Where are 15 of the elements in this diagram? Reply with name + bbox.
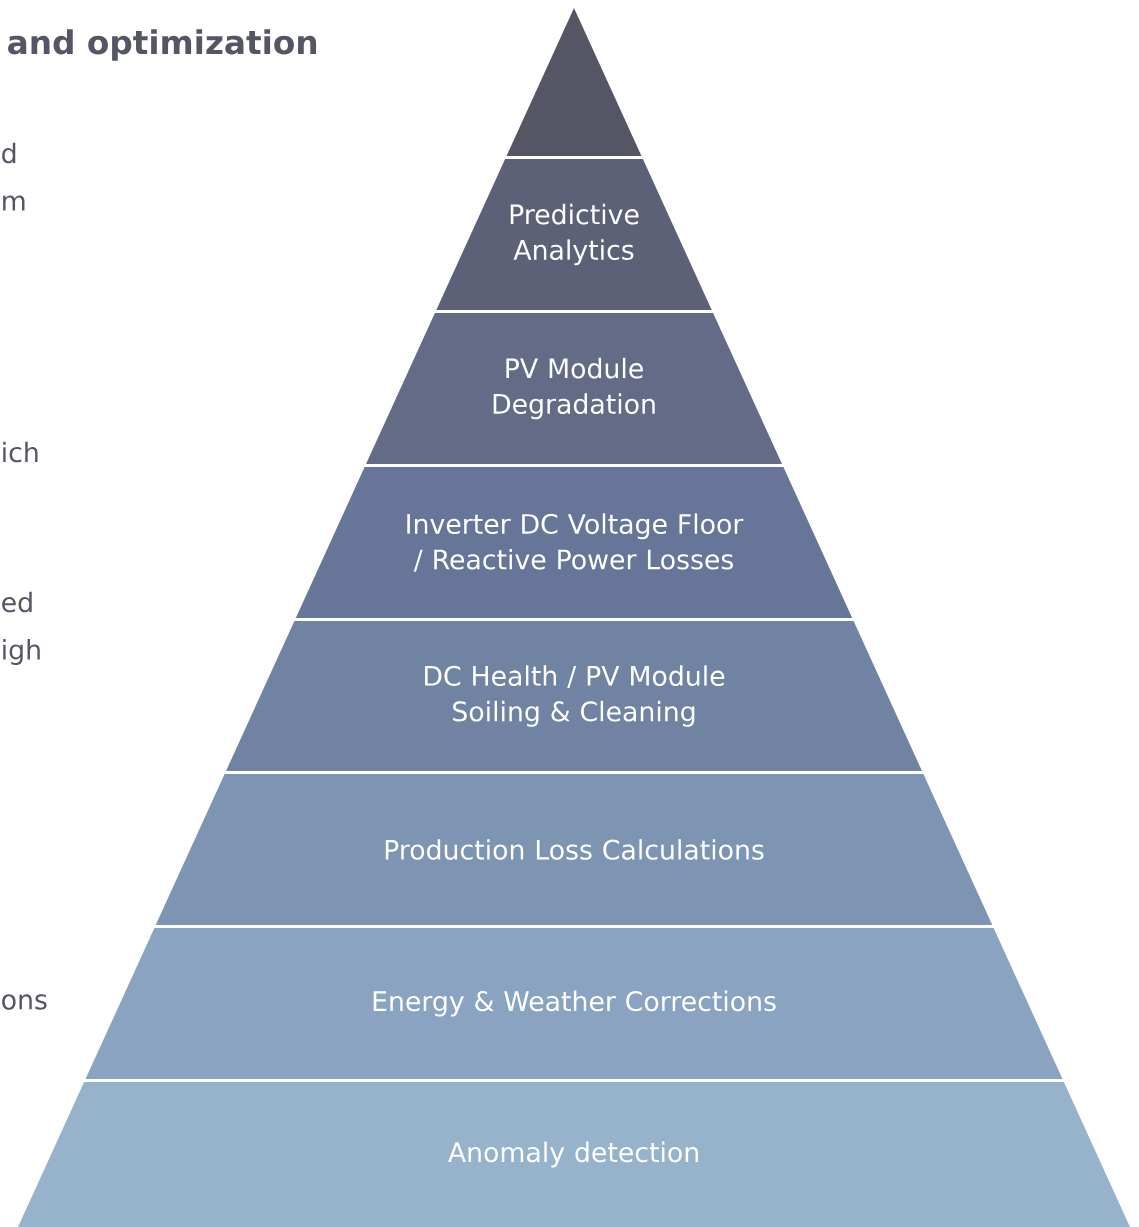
text-fragment: ich <box>3 441 38 463</box>
text-fragment: igh <box>3 639 40 665</box>
title: and optimization <box>8 29 317 61</box>
pyramid-layer: DC Health / PV Module Soiling & Cleaning <box>226 621 922 771</box>
pyramid-layer: PV Module Degradation <box>366 313 782 464</box>
text-fragment: ons <box>2 994 47 1010</box>
pyramid-layer: Predictive Analytics <box>436 159 712 310</box>
pyramid-apex <box>506 8 642 156</box>
text-fragment: d <box>2 142 16 164</box>
pyramid-layer: Production Loss Calculations <box>155 774 993 925</box>
pyramid-layer: Inverter DC Voltage Floor / Reactive Power Losses <box>295 467 853 618</box>
pyramid-layer: Energy & Weather Corrections <box>85 928 1063 1079</box>
text-fragment: m <box>3 195 25 211</box>
text-fragment: ed <box>2 591 32 613</box>
pyramid-layer: Anomaly detection <box>18 1082 1130 1227</box>
